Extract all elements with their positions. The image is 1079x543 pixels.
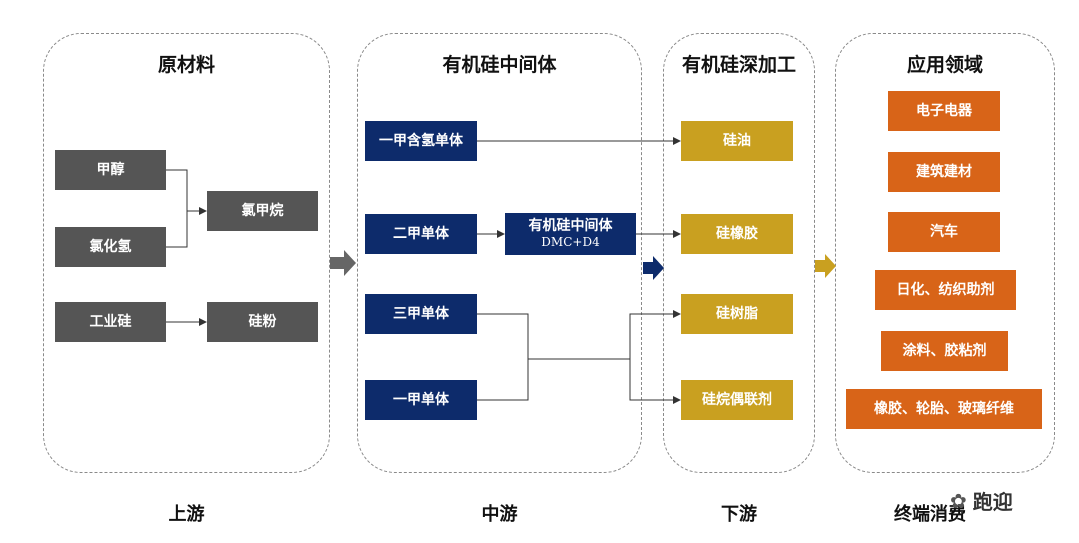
watermark-text: 跑迎 (972, 490, 1013, 514)
application-title: 应用领域 (906, 54, 983, 76)
application-box: 汽车 (888, 212, 1000, 252)
raw-materials-title: 原材料 (157, 54, 215, 76)
stage-downstream: 下游 (721, 504, 757, 525)
intermediate-to-deep-arrow (643, 256, 664, 280)
silicone-resin-box: 硅树脂 (681, 294, 793, 334)
application-box: 橡胶、轮胎、玻璃纤维 (846, 389, 1042, 429)
chloromethane-box: 氯甲烷 (207, 191, 318, 231)
silicone-rubber-box: 硅橡胶 (681, 214, 793, 254)
intermediate-title: 有机硅中间体 (442, 54, 557, 76)
mono-hydrogen-monomer-box: 一甲含氢单体 (365, 121, 477, 161)
application-box: 日化、纺织助剂 (875, 270, 1016, 310)
raw-to-intermediate-arrow (330, 250, 356, 276)
silicone-oil-box: 硅油 (681, 121, 793, 161)
wechat-icon: ✿ (950, 488, 967, 513)
watermark: ✿ 跑迎 (950, 486, 1013, 515)
organosilicon-intermediate-label: 有机硅中间体 (528, 218, 613, 234)
application-box: 建筑建材 (888, 152, 1000, 192)
silicon-powder-box: 硅粉 (207, 302, 318, 342)
monomethyl-monomer-box: 一甲单体 (365, 380, 477, 420)
dimethyl-monomer-box: 二甲单体 (365, 214, 477, 254)
deep-to-application-arrow (815, 254, 836, 278)
hydrogen-chloride-box: 氯化氢 (55, 227, 166, 267)
methanol-box: 甲醇 (55, 150, 166, 190)
application-box: 涂料、胶粘剂 (881, 331, 1008, 371)
industrial-silicon-box: 工业硅 (55, 302, 166, 342)
stage-end-consumption: 终端消费 (894, 504, 966, 525)
deep-processing-title: 有机硅深加工 (681, 54, 796, 76)
silane-coupling-agent-box: 硅烷偶联剂 (681, 380, 793, 420)
stage-upstream: 上游 (168, 504, 205, 525)
application-box: 电子电器 (888, 91, 1000, 131)
organosilicon-intermediate-box: 有机硅中间体 DMC+D4 (505, 213, 636, 255)
trimethyl-monomer-box: 三甲单体 (365, 294, 477, 334)
organosilicon-intermediate-sub: DMC+D4 (541, 235, 600, 249)
stage-midstream: 中游 (481, 504, 518, 525)
